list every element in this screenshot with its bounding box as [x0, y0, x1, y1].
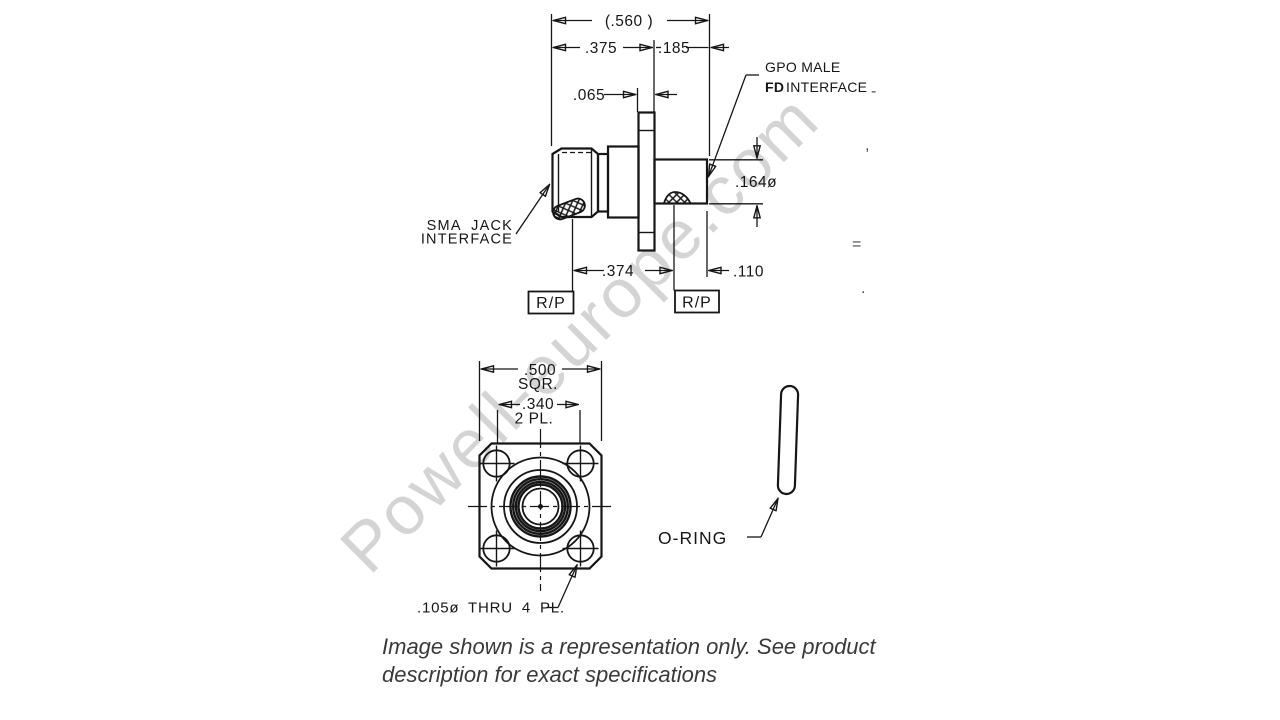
caption-line2: description for exact specifications — [382, 662, 718, 687]
gpo-interface-label-rest: INTERFACE — [786, 79, 867, 95]
dim-square-suffix: SQR. — [518, 376, 558, 393]
connector-body-outline — [551, 111, 709, 252]
sma-leader — [515, 185, 550, 235]
sma-interface-label-line1: SMA JACK — [427, 218, 513, 234]
dim-left-length: .375 — [585, 40, 617, 57]
flange-square-outline — [478, 442, 603, 570]
dim-pin-depth: .374 — [602, 263, 634, 280]
artifact-dot: . — [861, 280, 865, 297]
dim-flange-thickness: .065 — [573, 87, 605, 104]
artifact-equals: = — [852, 236, 861, 253]
caption: Image shown is a representation only. Se… — [382, 633, 876, 689]
dim-barrel-diameter: .164ø — [735, 174, 777, 191]
oring-leader-diagonal — [760, 499, 778, 538]
front-extension-lines — [478, 361, 603, 444]
dim-offset: .110 — [733, 264, 764, 281]
leader-lines — [515, 74, 759, 235]
oring-capsule — [776, 384, 800, 496]
artifact-comma: , — [865, 137, 869, 154]
side-view: (.560 ) .375 .185 .065 .164ø .374 .110 R… — [421, 13, 867, 315]
datum-label-right: R/P — [682, 295, 712, 312]
oring-view: O-RING — [658, 384, 800, 548]
sma-interface-hatch — [552, 197, 586, 221]
section-hatch-areas — [552, 191, 692, 221]
extension-lines — [550, 14, 763, 291]
hole-crosshairs — [478, 445, 599, 567]
oring-label: O-RING — [658, 528, 727, 548]
dim-hole-spacing-suffix: 2 PL. — [515, 411, 554, 428]
dim-hole-spacing: .340 — [522, 396, 554, 413]
datum-box-right — [674, 289, 720, 314]
caption-line1: Image shown is a representation only. Se… — [382, 634, 876, 659]
artifact-dash: - — [871, 83, 876, 100]
gpo-interface-label-bold: FD — [765, 79, 784, 95]
front-dimension-lines — [482, 369, 600, 609]
dimension-lines — [554, 21, 758, 271]
thru-hole-note: .105ø THRU 4 PL. — [417, 600, 565, 617]
datum-label-left: R/P — [536, 295, 566, 312]
gpo-interface-label-line1: GPO MALE — [765, 59, 841, 75]
dim-right-length: .185 — [658, 40, 690, 57]
datum-boxes — [527, 289, 720, 315]
oring-groove-hatch — [662, 191, 692, 205]
thru-leader-diagonal — [557, 565, 577, 608]
front-view: .500 SQR. .340 2 PL. .105ø THRU 4 PL. — [417, 361, 613, 617]
gpo-leader-diagonal — [709, 74, 747, 177]
sma-interface-label-line2: INTERFACE — [421, 232, 513, 248]
dim-overall-length: (.560 ) — [605, 13, 653, 30]
front-centerlines — [468, 429, 613, 591]
scan-artifacts: , - = . — [852, 83, 876, 297]
dim-square-size: .500 — [524, 362, 556, 379]
datum-box-left — [527, 290, 575, 315]
